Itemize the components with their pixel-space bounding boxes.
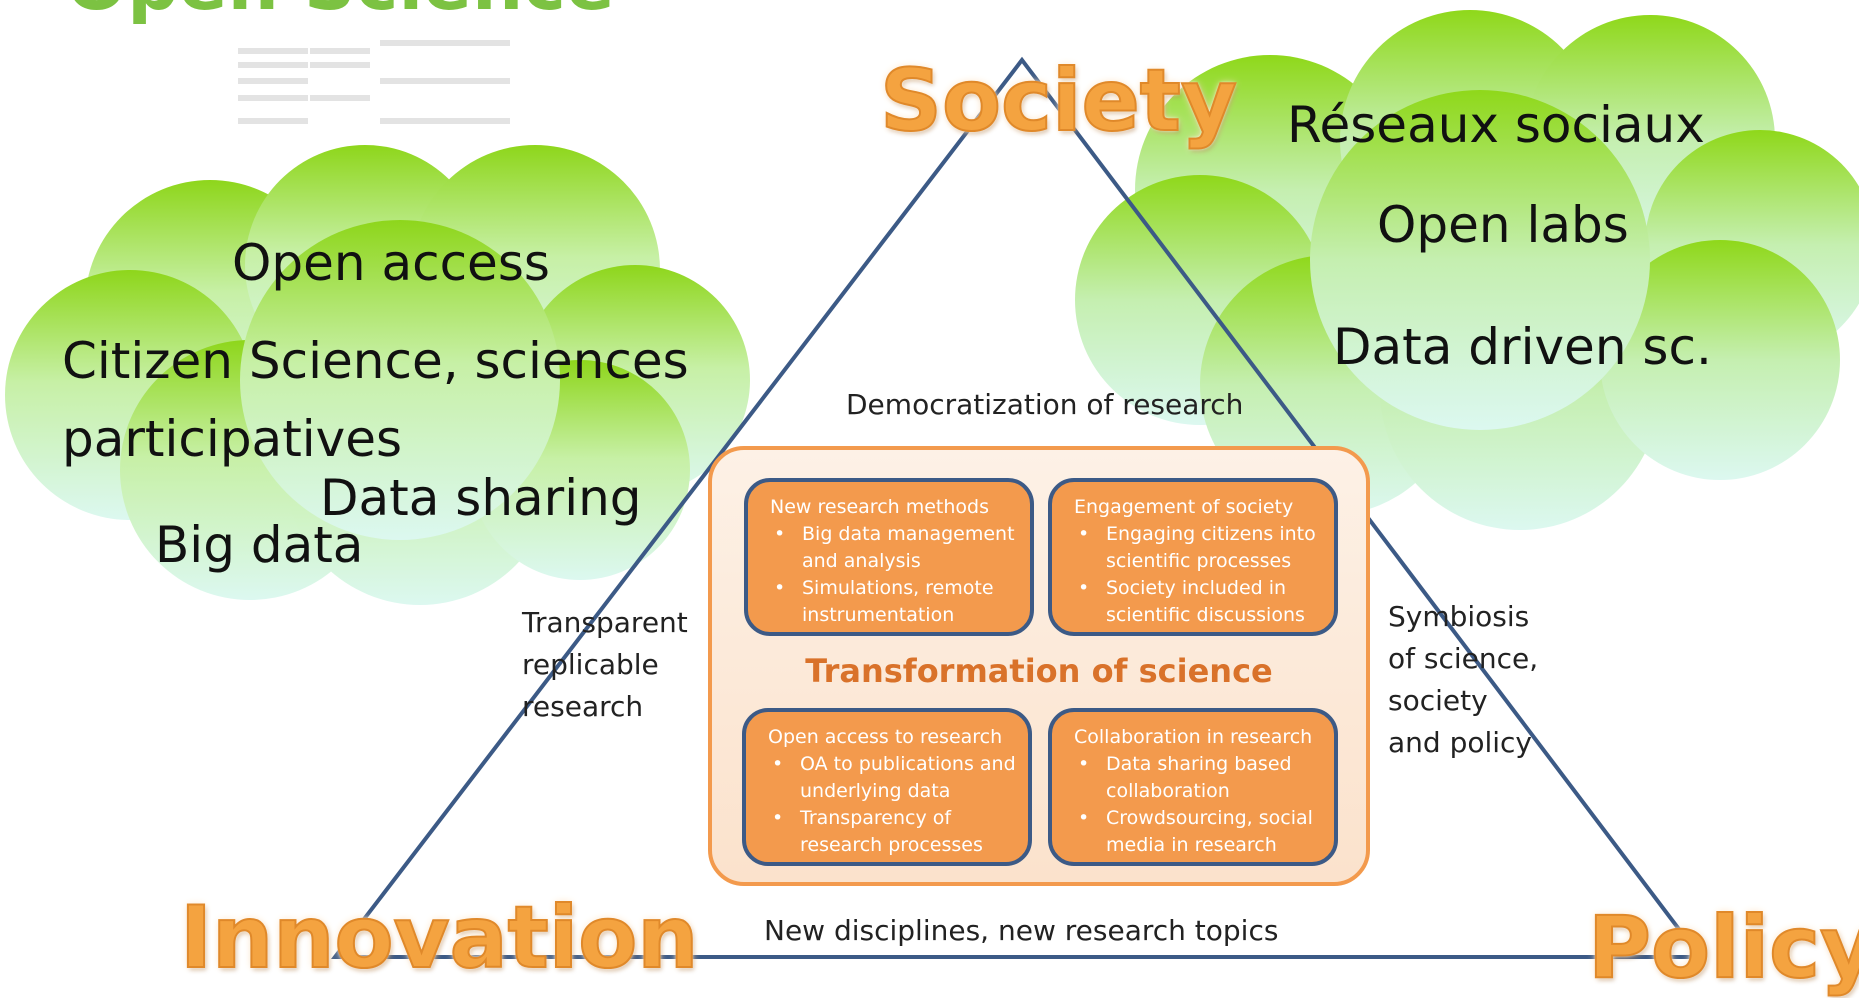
box-title: New research methods — [770, 496, 989, 518]
box-item: Transparency of research processes — [768, 805, 1018, 859]
edge-right-line: Symbiosis — [1388, 600, 1530, 633]
box-item: Engaging citizens into scientific proces… — [1074, 521, 1324, 575]
faint-rule — [238, 118, 308, 124]
edge-right-line: of science, — [1388, 642, 1539, 675]
box-item: Society included in scientific discussio… — [1074, 575, 1324, 629]
transformation-title: Transformation of science — [805, 652, 1273, 690]
faint-rule — [380, 118, 510, 124]
box-collaboration-in-research: Collaboration in research Data sharing b… — [1048, 708, 1338, 866]
faint-rule — [238, 48, 308, 54]
left-cloud-big-data: Big data — [155, 516, 364, 574]
faint-rule — [310, 95, 370, 101]
left-cloud-shape — [5, 145, 750, 605]
box-item: OA to publications and underlying data — [768, 751, 1018, 805]
page-title-partial: Open Science — [66, 0, 615, 26]
vertex-innovation: Innovation — [179, 888, 700, 988]
edge-right-text: Symbiosis of science, society and policy — [1388, 596, 1538, 764]
box-title: Engagement of society — [1074, 496, 1294, 518]
edge-left-text: Transparent replicable research — [522, 602, 688, 728]
box-title: Open access to research — [768, 726, 1003, 748]
vertex-policy: Policy — [1587, 898, 1859, 998]
edge-bottom: New disciplines, new research topics — [764, 914, 1279, 947]
faint-rule — [238, 62, 308, 68]
box-engagement-of-society: Engagement of society Engaging citizens … — [1048, 478, 1338, 636]
edge-right-line: society — [1388, 684, 1488, 717]
edge-left-line: Transparent — [522, 606, 688, 639]
right-cloud-open-labs: Open labs — [1377, 196, 1629, 254]
faint-rule — [238, 78, 308, 84]
faint-rule — [310, 62, 370, 68]
faint-rule — [310, 48, 370, 54]
faint-rule — [380, 40, 510, 46]
box-item: Big data management and analysis — [770, 521, 1020, 575]
faint-rule — [238, 95, 308, 101]
left-cloud-citizen-science: Citizen Science, sciences — [62, 332, 689, 390]
faint-rule — [380, 78, 510, 84]
edge-democratization: Democratization of research — [846, 388, 1244, 421]
box-item: Simulations, remote instrumentation — [770, 575, 1020, 629]
box-new-research-methods: New research methods Big data management… — [744, 478, 1034, 636]
box-item: Data sharing based collaboration — [1074, 751, 1324, 805]
edge-left-line: research — [522, 690, 644, 723]
vertex-society: Society — [879, 51, 1238, 151]
left-cloud-participatives: participatives — [62, 410, 403, 468]
edge-right-line: and policy — [1388, 726, 1533, 759]
right-cloud-reseaux-sociaux: Réseaux sociaux — [1287, 96, 1705, 154]
box-open-access-to-research: Open access to research OA to publicatio… — [742, 708, 1032, 866]
box-title: Collaboration in research — [1074, 726, 1313, 748]
edge-left-line: replicable — [522, 648, 659, 681]
left-cloud-data-sharing: Data sharing — [320, 469, 642, 527]
box-item: Crowdsourcing, social media in research — [1074, 805, 1324, 859]
right-cloud-data-driven: Data driven sc. — [1333, 318, 1712, 376]
left-cloud-open-access: Open access — [232, 234, 550, 292]
